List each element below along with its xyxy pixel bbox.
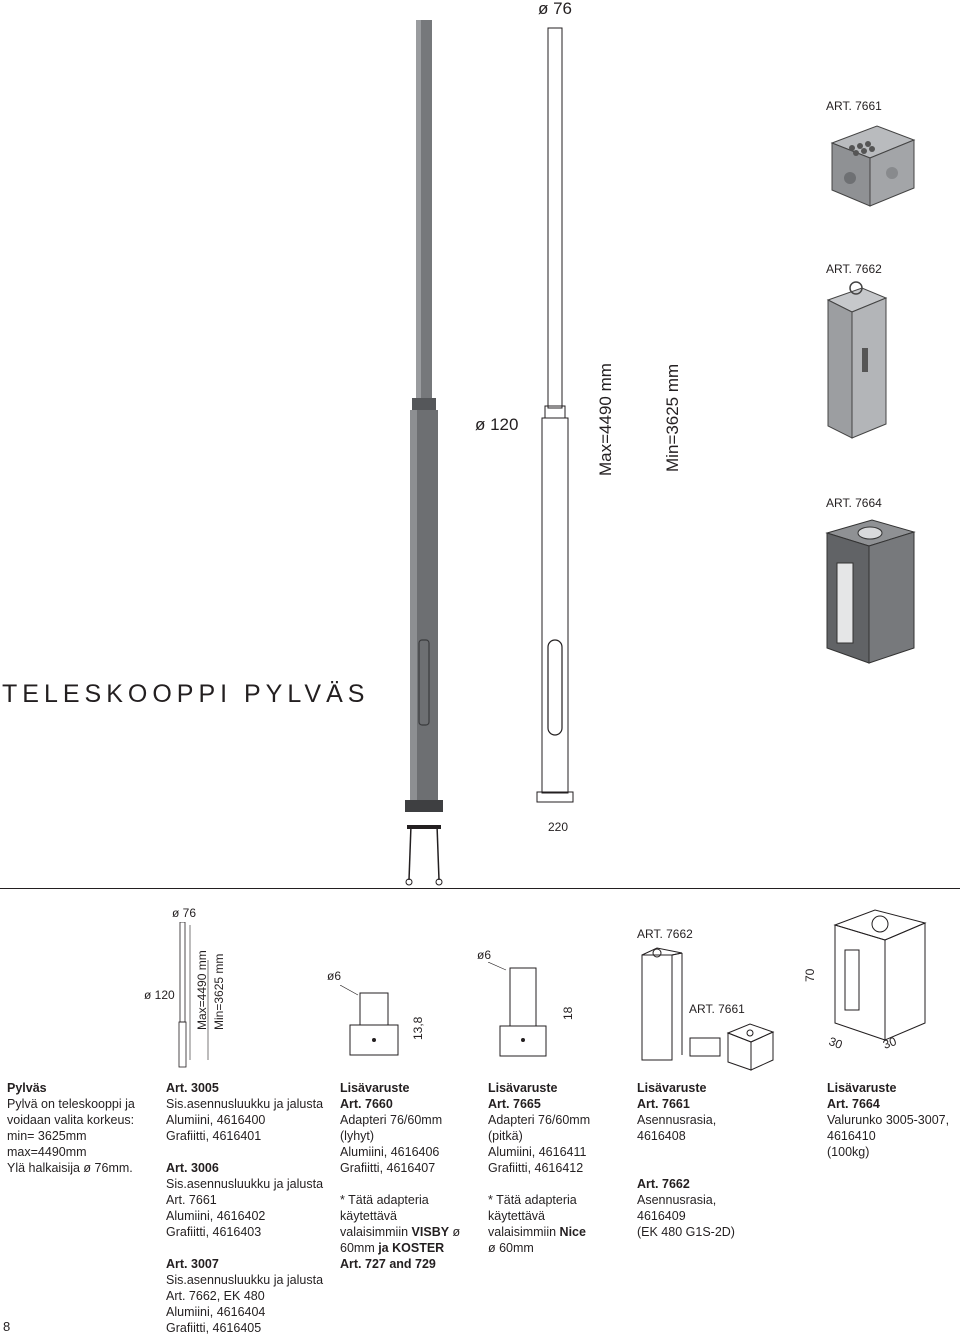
small-box-7662-drawing (641, 947, 683, 1061)
text-line: Grafiitti, 4616403 (166, 1225, 262, 1239)
column-adapter-short: Lisävaruste Art. 7660 Adapteri 76/60mm (… (340, 1080, 460, 1272)
heading: Lisävaruste (488, 1081, 558, 1095)
text-line: Asennusrasia, (637, 1113, 717, 1127)
page-title: TELESKOOPPI PYLVÄS (2, 680, 370, 708)
article-heading: Art. 3006 (166, 1161, 219, 1175)
note-line: * Tätä adapteria (340, 1193, 429, 1207)
text-line: Ylä halkaisija ø 76mm. (7, 1161, 133, 1175)
note-line: käytettävä (340, 1209, 397, 1223)
note-line: * Tätä adapteria (488, 1193, 577, 1207)
section-divider (0, 888, 960, 889)
article-heading: Art. 7660 (340, 1097, 393, 1111)
article-heading: Art. 3007 (166, 1257, 219, 1271)
heading: Lisävaruste (340, 1081, 410, 1095)
text-line: Grafiitti, 4616412 (488, 1161, 584, 1175)
article-heading: Art. 7661 (637, 1097, 690, 1111)
dimension-top-diameter: ø 76 (538, 0, 573, 18)
junction-box-7661-image (830, 125, 916, 207)
pole-render-dark (405, 20, 443, 886)
article-heading: Art. 3005 (166, 1081, 219, 1095)
text-line: max=4490mm (7, 1145, 87, 1159)
heading: Pylväs (7, 1081, 47, 1095)
text-line: 4616408 (637, 1129, 686, 1143)
dimension-base-width: 220 (548, 820, 569, 834)
text-line: Asennusrasia, (637, 1193, 717, 1207)
text-line: Adapteri 76/60mm (340, 1113, 443, 1127)
text-line: Alumiini, 4616404 (166, 1305, 266, 1319)
small-top-diameter: ø 76 (172, 906, 197, 920)
note-line: ø 60mm (488, 1241, 534, 1255)
note-line: 60mm ja KOSTER (340, 1241, 445, 1255)
column-junction-boxes: Lisävaruste Art. 7661 Asennusrasia, 4616… (637, 1080, 735, 1240)
pole-line-drawing (536, 27, 574, 803)
text-line: (lyhyt) (340, 1129, 375, 1143)
small-box-height: 70 (803, 968, 817, 982)
text-line: Grafiitti, 4616407 (340, 1161, 436, 1175)
article-heading: Art. 7665 (488, 1097, 541, 1111)
art-7661-label: ART. 7661 (826, 99, 882, 113)
text-line: (100kg) (827, 1145, 870, 1159)
text-line: (EK 480 G1S-2D) (637, 1225, 735, 1239)
column-pylvas: Pylväs Pylvä on teleskooppi ja voidaan v… (7, 1080, 135, 1176)
junction-box-7662-image (826, 281, 888, 439)
note-line: Art. 727 and 729 (340, 1257, 436, 1271)
article-heading: Art. 7662 (637, 1177, 690, 1191)
short-adapter-drawing (340, 985, 399, 1056)
dimension-lines (189, 925, 209, 1060)
text-line: Grafiitti, 4616405 (166, 1321, 262, 1335)
text-line: Alumiini, 4616406 (340, 1145, 440, 1159)
article-heading: Art. 7664 (827, 1097, 880, 1111)
text-line: 4616409 (637, 1209, 686, 1223)
text-line: Grafiitti, 4616401 (166, 1129, 262, 1143)
text-line: (pitkä) (488, 1129, 523, 1143)
small-box-width-1: 30 (827, 1034, 845, 1052)
small-pole-drawing (178, 922, 187, 1068)
text-line: Alumiini, 4616411 (488, 1145, 587, 1159)
text-line: Alumiini, 4616400 (166, 1113, 266, 1127)
small-box-7661-drawing (689, 1023, 775, 1071)
art-7664-label: ART. 7664 (826, 496, 882, 510)
short-adapter-height: 13,8 (411, 1016, 425, 1040)
small-mid-diameter: ø 120 (144, 988, 175, 1002)
text-line: Art. 7662, EK 480 (166, 1289, 265, 1303)
art-7662-label: ART. 7662 (826, 262, 882, 276)
text-line: Sis.asennusluukku ja jalusta (166, 1177, 324, 1191)
small-art-7661-label: ART. 7661 (689, 1002, 745, 1016)
note-line: käytettävä (488, 1209, 545, 1223)
note-line: valaisimmiin Nice (488, 1225, 586, 1239)
text-line: Sis.asennusluukku ja jalusta (166, 1273, 324, 1287)
dimension-max-height: Max=4490 mm (596, 363, 615, 476)
heading: Lisävaruste (637, 1081, 707, 1095)
text-line: Adapteri 76/60mm (488, 1113, 591, 1127)
heading: Lisävaruste (827, 1081, 897, 1095)
dimension-mid-diameter: ø 120 (475, 415, 519, 434)
page-number: 8 (3, 1319, 11, 1334)
text-line: Pylvä on teleskooppi ja (7, 1097, 135, 1111)
long-adapter-drawing (488, 962, 547, 1057)
small-cast-base-drawing (833, 909, 927, 1041)
small-art-7662-label: ART. 7662 (637, 927, 693, 941)
text-line: Valurunko 3005-3007, (827, 1113, 950, 1127)
text-line: Sis.asennusluukku ja jalusta (166, 1097, 324, 1111)
long-adapter-diameter: ø6 (477, 948, 492, 962)
text-line: min= 3625mm (7, 1129, 87, 1143)
column-adapter-long: Lisävaruste Art. 7665 Adapteri 76/60mm (… (488, 1080, 590, 1256)
text-line: 4616410 (827, 1129, 876, 1143)
column-cast-base: Lisävaruste Art. 7664 Valurunko 3005-300… (827, 1080, 949, 1160)
short-adapter-diameter: ø6 (327, 969, 342, 983)
dimension-min-height: Min=3625 mm (663, 363, 682, 472)
text-line: Art. 7661 (166, 1193, 217, 1207)
note-line: valaisimmiin VISBY ø (340, 1225, 461, 1239)
text-line: voidaan valita korkeus: (7, 1113, 135, 1127)
cast-base-7664-image (825, 519, 916, 664)
long-adapter-height: 18 (561, 1006, 575, 1020)
column-articles: Art. 3005 Sis.asennusluukku ja jalusta A… (166, 1080, 323, 1336)
text-line: Alumiini, 4616402 (166, 1209, 266, 1223)
